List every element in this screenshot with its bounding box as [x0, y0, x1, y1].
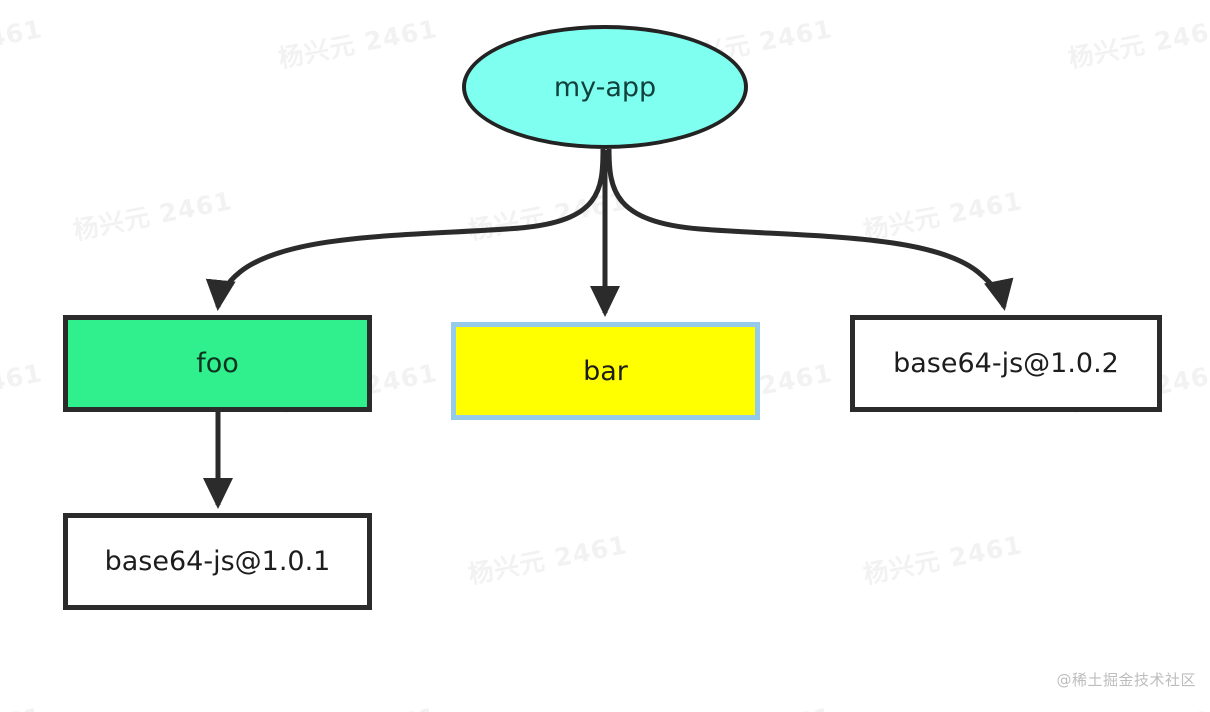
node-bar[interactable]: bar — [451, 322, 760, 420]
background-watermark: 杨兴元 2461 — [670, 697, 835, 712]
background-watermark: 杨兴元 2461 — [275, 697, 440, 712]
background-watermark: 杨兴元 2461 — [0, 697, 45, 712]
credit-watermark: @稀土掘金技术社区 — [1056, 671, 1196, 689]
background-watermark: 杨兴元 2461 — [0, 358, 45, 417]
background-watermark: 杨兴元 2461 — [860, 530, 1025, 590]
node-foo-label: foo — [196, 348, 239, 379]
background-watermark: 杨兴元 2461 — [465, 530, 630, 590]
node-base64-js-1-0-2[interactable]: base64-js@1.0.2 — [850, 315, 1162, 412]
node-bar-label: bar — [583, 355, 628, 387]
background-watermark: 杨兴元 2461 — [860, 186, 1025, 246]
node-my-app[interactable]: my-app — [462, 25, 748, 149]
edge-my-app-foo — [205, 148, 606, 311]
background-watermark: 杨兴元 2461 — [275, 14, 440, 74]
background-watermark: 杨兴元 2461 — [1065, 697, 1210, 712]
edge-my-app-base64-102 — [606, 148, 1014, 311]
node-my-app-label: my-app — [553, 71, 657, 103]
node-base64-js-1-0-1-label: base64-js@1.0.1 — [104, 546, 331, 577]
node-base64-js-1-0-1[interactable]: base64-js@1.0.1 — [63, 513, 372, 610]
background-watermark: 杨兴元 2461 — [1065, 14, 1210, 74]
background-watermark: 杨兴元 2461 — [70, 186, 235, 246]
node-foo[interactable]: foo — [63, 315, 372, 412]
background-watermark: 杨兴元 2461 — [465, 186, 630, 246]
background-watermark: 杨兴元 2461 — [0, 14, 45, 73]
node-base64-js-1-0-2-label: base64-js@1.0.2 — [893, 348, 1119, 379]
